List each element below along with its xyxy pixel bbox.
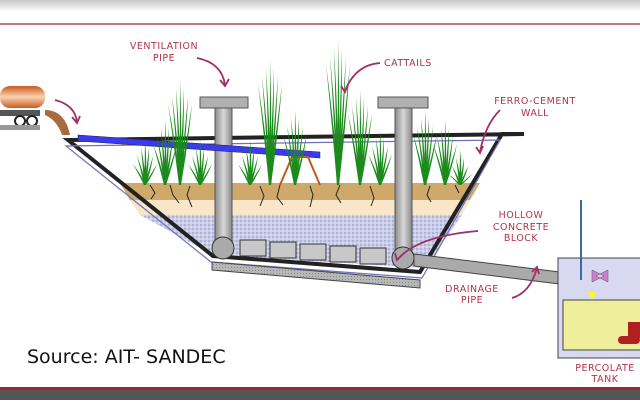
concrete-base [211,261,421,289]
sand-layer [130,200,470,215]
cattail-leaf [133,164,146,185]
cattail-leaf [238,164,251,185]
hollow-concrete-blocks [239,239,387,265]
label-arrows [54,57,540,299]
cattail-leaf [368,154,381,185]
cattail-leaf [448,174,461,185]
ferro-cement-wall [62,132,525,275]
percolate-tank [557,200,640,359]
roots [149,184,460,208]
cattails [133,40,472,185]
ventilation-pipe-right [377,96,429,270]
soil-layer [120,183,480,200]
pipe-support [279,156,321,186]
top-bar [0,0,640,12]
bottom-divider [0,387,640,390]
inlet-pipe [77,134,321,159]
cattail-leaf [188,164,201,185]
label-cattails: CATTAILS [384,58,432,69]
bottom-bar [0,390,640,400]
ventilation-pipe-left [199,96,249,260]
source-caption: Source: AIT- SANDEC [27,346,226,368]
septage-truck [0,86,70,135]
cattail-leaf [459,150,462,185]
cattail-leaf [459,158,464,185]
